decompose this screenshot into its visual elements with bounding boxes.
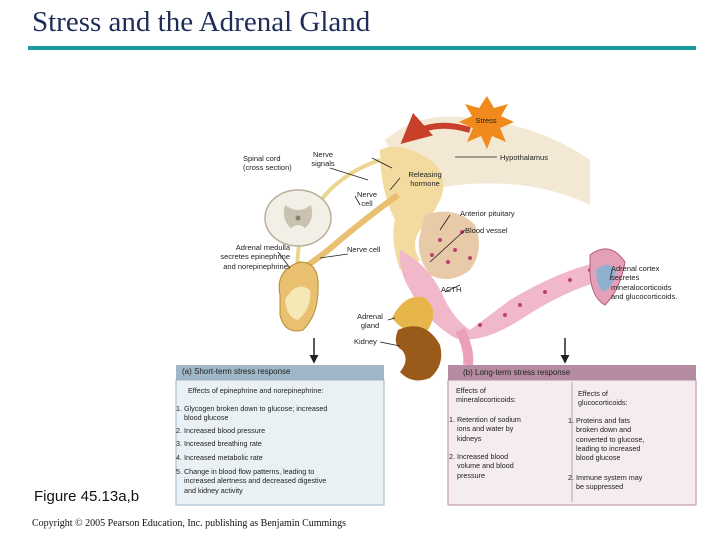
long-term-header: (b) Long-term stress response	[463, 368, 571, 377]
copyright-notice: Copyright © 2005 Pearson Education, Inc.…	[32, 518, 346, 529]
kidney-label: Kidney	[354, 337, 377, 346]
glucocorticoid-item-2: 2. Immune system may be suppressed	[568, 473, 643, 492]
short-term-panel	[175, 379, 385, 506]
short-term-item-3: 3. Increased breathing rate	[176, 439, 262, 448]
hypothalamus-label: Hypothalamus	[500, 153, 548, 162]
spinal-cord-label: Spinal cord (cross section)	[243, 154, 292, 173]
short-term-item-5: 5. Change in blood flow patterns, leadin…	[176, 467, 327, 495]
short-term-header: (a) Short-term stress response	[182, 367, 291, 376]
anterior-pituitary-shape	[418, 211, 479, 279]
kidney-shape	[395, 326, 442, 381]
glucocorticoid-item-1: 1. Proteins and fats broken down and con…	[568, 416, 645, 463]
short-term-item-4: 4. Increased metabolic rate	[176, 453, 263, 462]
releasing-hormone-label: Releasing hormone	[408, 170, 442, 189]
mineralocorticoid-item-1: 1. Retention of sodium ions and water by…	[449, 415, 521, 443]
anterior-pituitary-label: Anterior pituitary	[460, 209, 515, 218]
adrenal-gland-shape	[392, 296, 434, 333]
nerve-cell-top-label: Nerve cell	[356, 190, 377, 209]
stress-label: Stress	[475, 116, 497, 125]
mineralocorticoid-heading: Effects of mineralocorticoids:	[456, 386, 516, 405]
short-term-item-2: 2. Increased blood pressure	[176, 426, 266, 435]
figure-label: Figure 45.13a,b	[34, 488, 140, 505]
long-term-header-bar	[448, 365, 696, 380]
hypothalamus-shape	[380, 146, 444, 270]
page-title: Stress and the Adrenal Gland	[32, 6, 371, 38]
adrenal-gland-label: Adrenal gland	[357, 312, 383, 331]
blood-vessel-shape	[399, 250, 605, 340]
short-term-subheader: Effects of epinephrine and norepinephrin…	[188, 386, 324, 395]
blood-vessel-lower	[455, 327, 474, 366]
nerve-signals-label: Nerve signals	[311, 150, 335, 169]
adrenal-medulla-label: Adrenal medulla secretes epinephrine and…	[220, 243, 290, 271]
nerve-fiber	[298, 192, 400, 273]
stress-burst	[459, 96, 514, 149]
blood-vessel-label: Blood vessel	[465, 226, 508, 235]
short-term-header-bar	[176, 365, 384, 380]
short-term-item-1: 1. Glycogen broken down to glucose; incr…	[176, 404, 328, 423]
adrenal-cortex-label: Adrenal cortex secretes mineralocorticoi…	[611, 264, 678, 302]
nerve-cell-mid-label: Nerve cell	[347, 245, 381, 254]
glucocorticoid-heading: Effects of glucocorticoids:	[578, 389, 628, 408]
title-rule	[28, 46, 696, 50]
stress-arrow	[400, 112, 471, 144]
acth-label: ACTH	[441, 285, 462, 294]
mineralocorticoid-item-2: 2. Increased blood volume and blood pres…	[449, 452, 514, 480]
